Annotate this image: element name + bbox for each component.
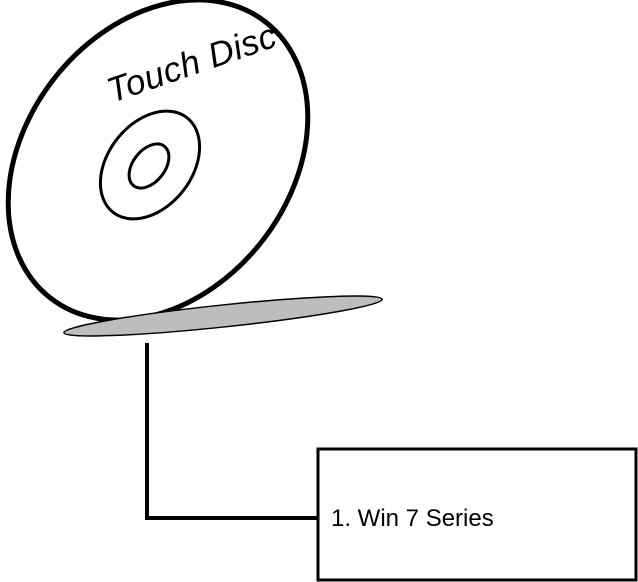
connector-line <box>145 343 318 520</box>
menu-item-win7-series: 1. Win 7 Series <box>331 505 494 532</box>
disc-center-hole <box>127 142 171 190</box>
disc-shadow <box>63 295 383 337</box>
cd-disc: Touch Disc <box>5 0 311 323</box>
disc-hub-ring <box>98 109 202 221</box>
menu-box-frame <box>316 447 638 582</box>
menu-box: 1. Win 7 Series <box>316 447 638 582</box>
disc-outer-rim <box>5 0 311 323</box>
